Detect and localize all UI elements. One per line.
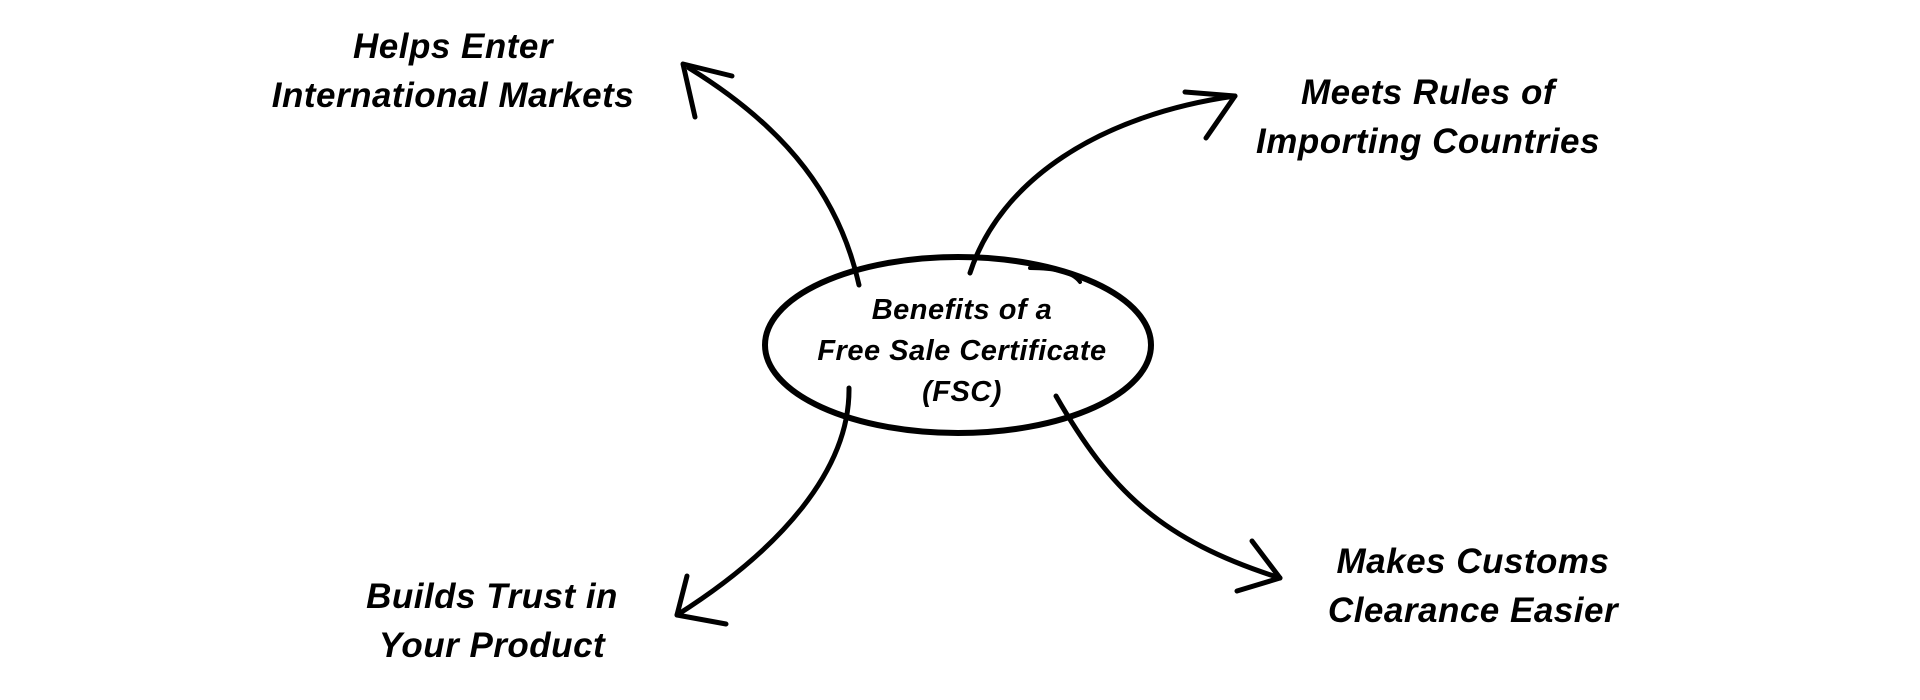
center-topic: Benefits of a Free Sale Certificate (FSC… xyxy=(817,290,1106,413)
branch-line: Your Product xyxy=(378,626,606,665)
branch-meets-rules: Meets Rules of Importing Countries xyxy=(1256,68,1600,166)
center-ellipse xyxy=(762,254,1154,436)
center-line-1: Benefits of a xyxy=(871,294,1053,326)
arrow-top-right xyxy=(967,89,1238,276)
center-line-3: (FSC) xyxy=(922,376,1002,408)
branch-customs-clearance: Makes Customs Clearance Easier xyxy=(1328,537,1618,635)
ellipse-overlap-stroke xyxy=(1028,266,1082,284)
arrow-bottom-left xyxy=(674,385,852,627)
branch-line: International Markets xyxy=(271,76,635,115)
branch-line: Makes Customs xyxy=(1336,542,1610,581)
branch-line: Importing Countries xyxy=(1256,122,1600,161)
branch-line: Clearance Easier xyxy=(1327,591,1619,630)
center-line-2: Free Sale Certificate xyxy=(817,335,1107,367)
branch-helps-enter-markets: Helps Enter International Markets xyxy=(272,22,635,120)
arrow-bottom-right xyxy=(1053,393,1283,594)
branch-line: Helps Enter xyxy=(352,27,553,66)
branch-builds-trust: Builds Trust in Your Product xyxy=(366,572,618,670)
branch-line: Builds Trust in xyxy=(366,577,618,616)
arrow-top-left xyxy=(680,61,862,288)
branch-line: Meets Rules of xyxy=(1301,73,1555,112)
